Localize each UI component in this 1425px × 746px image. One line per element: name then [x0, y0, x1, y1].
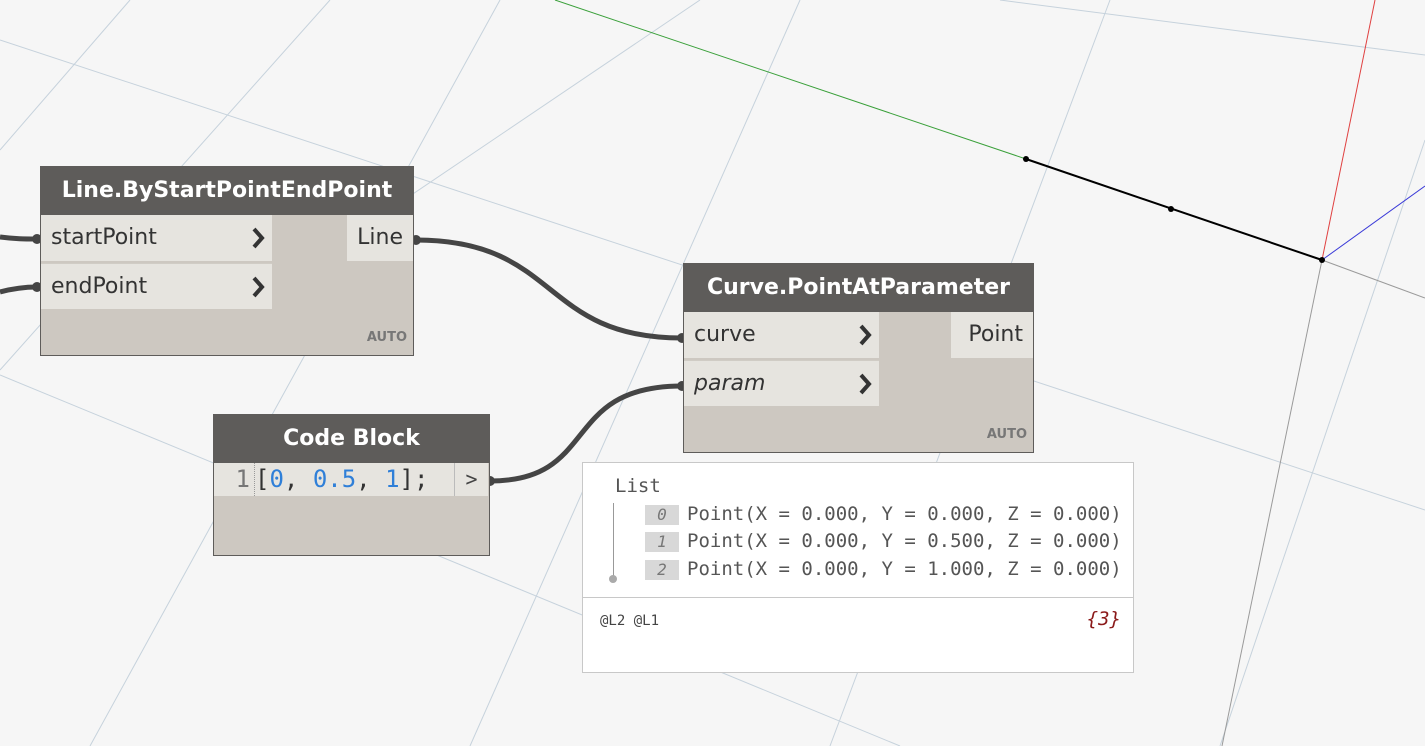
preview-line: [1025, 158, 1323, 261]
port-label: endPoint: [51, 274, 148, 299]
axis-extension-down: [1221, 259, 1323, 746]
output-port-point[interactable]: Point: [951, 312, 1033, 358]
chevron-right-icon: [859, 324, 872, 346]
list-item[interactable]: 2 Point(X = 0.000, Y = 1.000, Z = 0.000): [645, 556, 1122, 582]
input-port-startpoint[interactable]: startPoint: [41, 215, 272, 261]
node-title[interactable]: Code Block: [214, 415, 489, 463]
code-block-node[interactable]: Code Block 1[0, 0.5, 1]; >: [213, 414, 490, 556]
wire-endpoint: [0, 284, 38, 295]
output-port-line[interactable]: Line: [347, 215, 413, 261]
port-label: startPoint: [51, 225, 157, 250]
list-levels: @L2 @L1: [600, 613, 660, 629]
code-punct: ,: [356, 465, 371, 493]
lacing-indicator[interactable]: AUTO: [366, 330, 407, 345]
list-item[interactable]: 1 Point(X = 0.000, Y = 0.500, Z = 0.000): [645, 528, 1122, 554]
preview-bubble[interactable]: List 0 Point(X = 0.000, Y = 0.000, Z = 0.…: [582, 462, 1134, 673]
line-bystartpointendpoint-node[interactable]: Line.ByStartPointEndPoint startPoint end…: [40, 166, 414, 356]
list-item[interactable]: 0 Point(X = 0.000, Y = 0.000, Z = 0.000): [645, 501, 1122, 527]
axis-lines: [554, 0, 1425, 746]
port-label: curve: [694, 322, 756, 347]
chevron-right-icon: [252, 276, 265, 298]
port-connector-icon: [32, 282, 42, 292]
preview-divider: [583, 597, 1133, 598]
list-value: Point(X = 0.000, Y = 0.000, Z = 0.000): [687, 503, 1122, 525]
preview-point-2: [1319, 257, 1325, 263]
wire-line-to-curve: [415, 237, 683, 341]
list-tree-end: [609, 575, 617, 583]
curve-pointatparameter-node[interactable]: Curve.PointAtParameter curve param Point…: [683, 263, 1034, 453]
preview-point-0: [1023, 156, 1029, 162]
code-number: 0: [269, 465, 284, 493]
list-index: 1: [645, 531, 679, 552]
wire-startpoint: [0, 234, 38, 242]
z-axis: [1321, 185, 1425, 261]
y-axis: [554, 0, 1027, 160]
input-port-endpoint[interactable]: endPoint: [41, 263, 272, 309]
input-port-param[interactable]: param: [684, 360, 879, 406]
list-header: List: [615, 475, 661, 497]
code-open: [: [255, 465, 270, 493]
port-label: param: [694, 371, 766, 396]
list-value: Point(X = 0.000, Y = 1.000, Z = 0.000): [687, 558, 1122, 580]
node-title[interactable]: Line.ByStartPointEndPoint: [41, 167, 413, 215]
input-port-curve[interactable]: curve: [684, 312, 879, 358]
output-port-code[interactable]: >: [454, 463, 488, 496]
lacing-indicator[interactable]: AUTO: [986, 427, 1027, 442]
list-value: Point(X = 0.000, Y = 0.500, Z = 0.000): [687, 530, 1122, 552]
x-axis: [1321, 0, 1376, 261]
node-title[interactable]: Curve.PointAtParameter: [684, 264, 1033, 312]
geometry-preview: [1023, 156, 1325, 263]
list-index: 2: [645, 559, 679, 580]
port-connector-icon: [32, 234, 42, 244]
code-punct: ,: [283, 465, 299, 493]
chevron-right-icon: [252, 227, 265, 249]
code-editor[interactable]: 1[0, 0.5, 1];: [214, 463, 488, 496]
line-number: 1: [214, 463, 255, 496]
list-count: {3}: [1086, 608, 1121, 630]
list-index: 0: [645, 504, 679, 525]
list-tree-line: [613, 503, 614, 579]
code-close: ];: [399, 465, 429, 493]
chevron-right-icon: [859, 373, 872, 395]
preview-point-1: [1168, 206, 1174, 212]
wire-code-to-param: [489, 383, 683, 484]
code-number: 0.5: [312, 465, 357, 493]
code-number: 1: [385, 465, 400, 493]
axis-extension: [1321, 259, 1425, 299]
